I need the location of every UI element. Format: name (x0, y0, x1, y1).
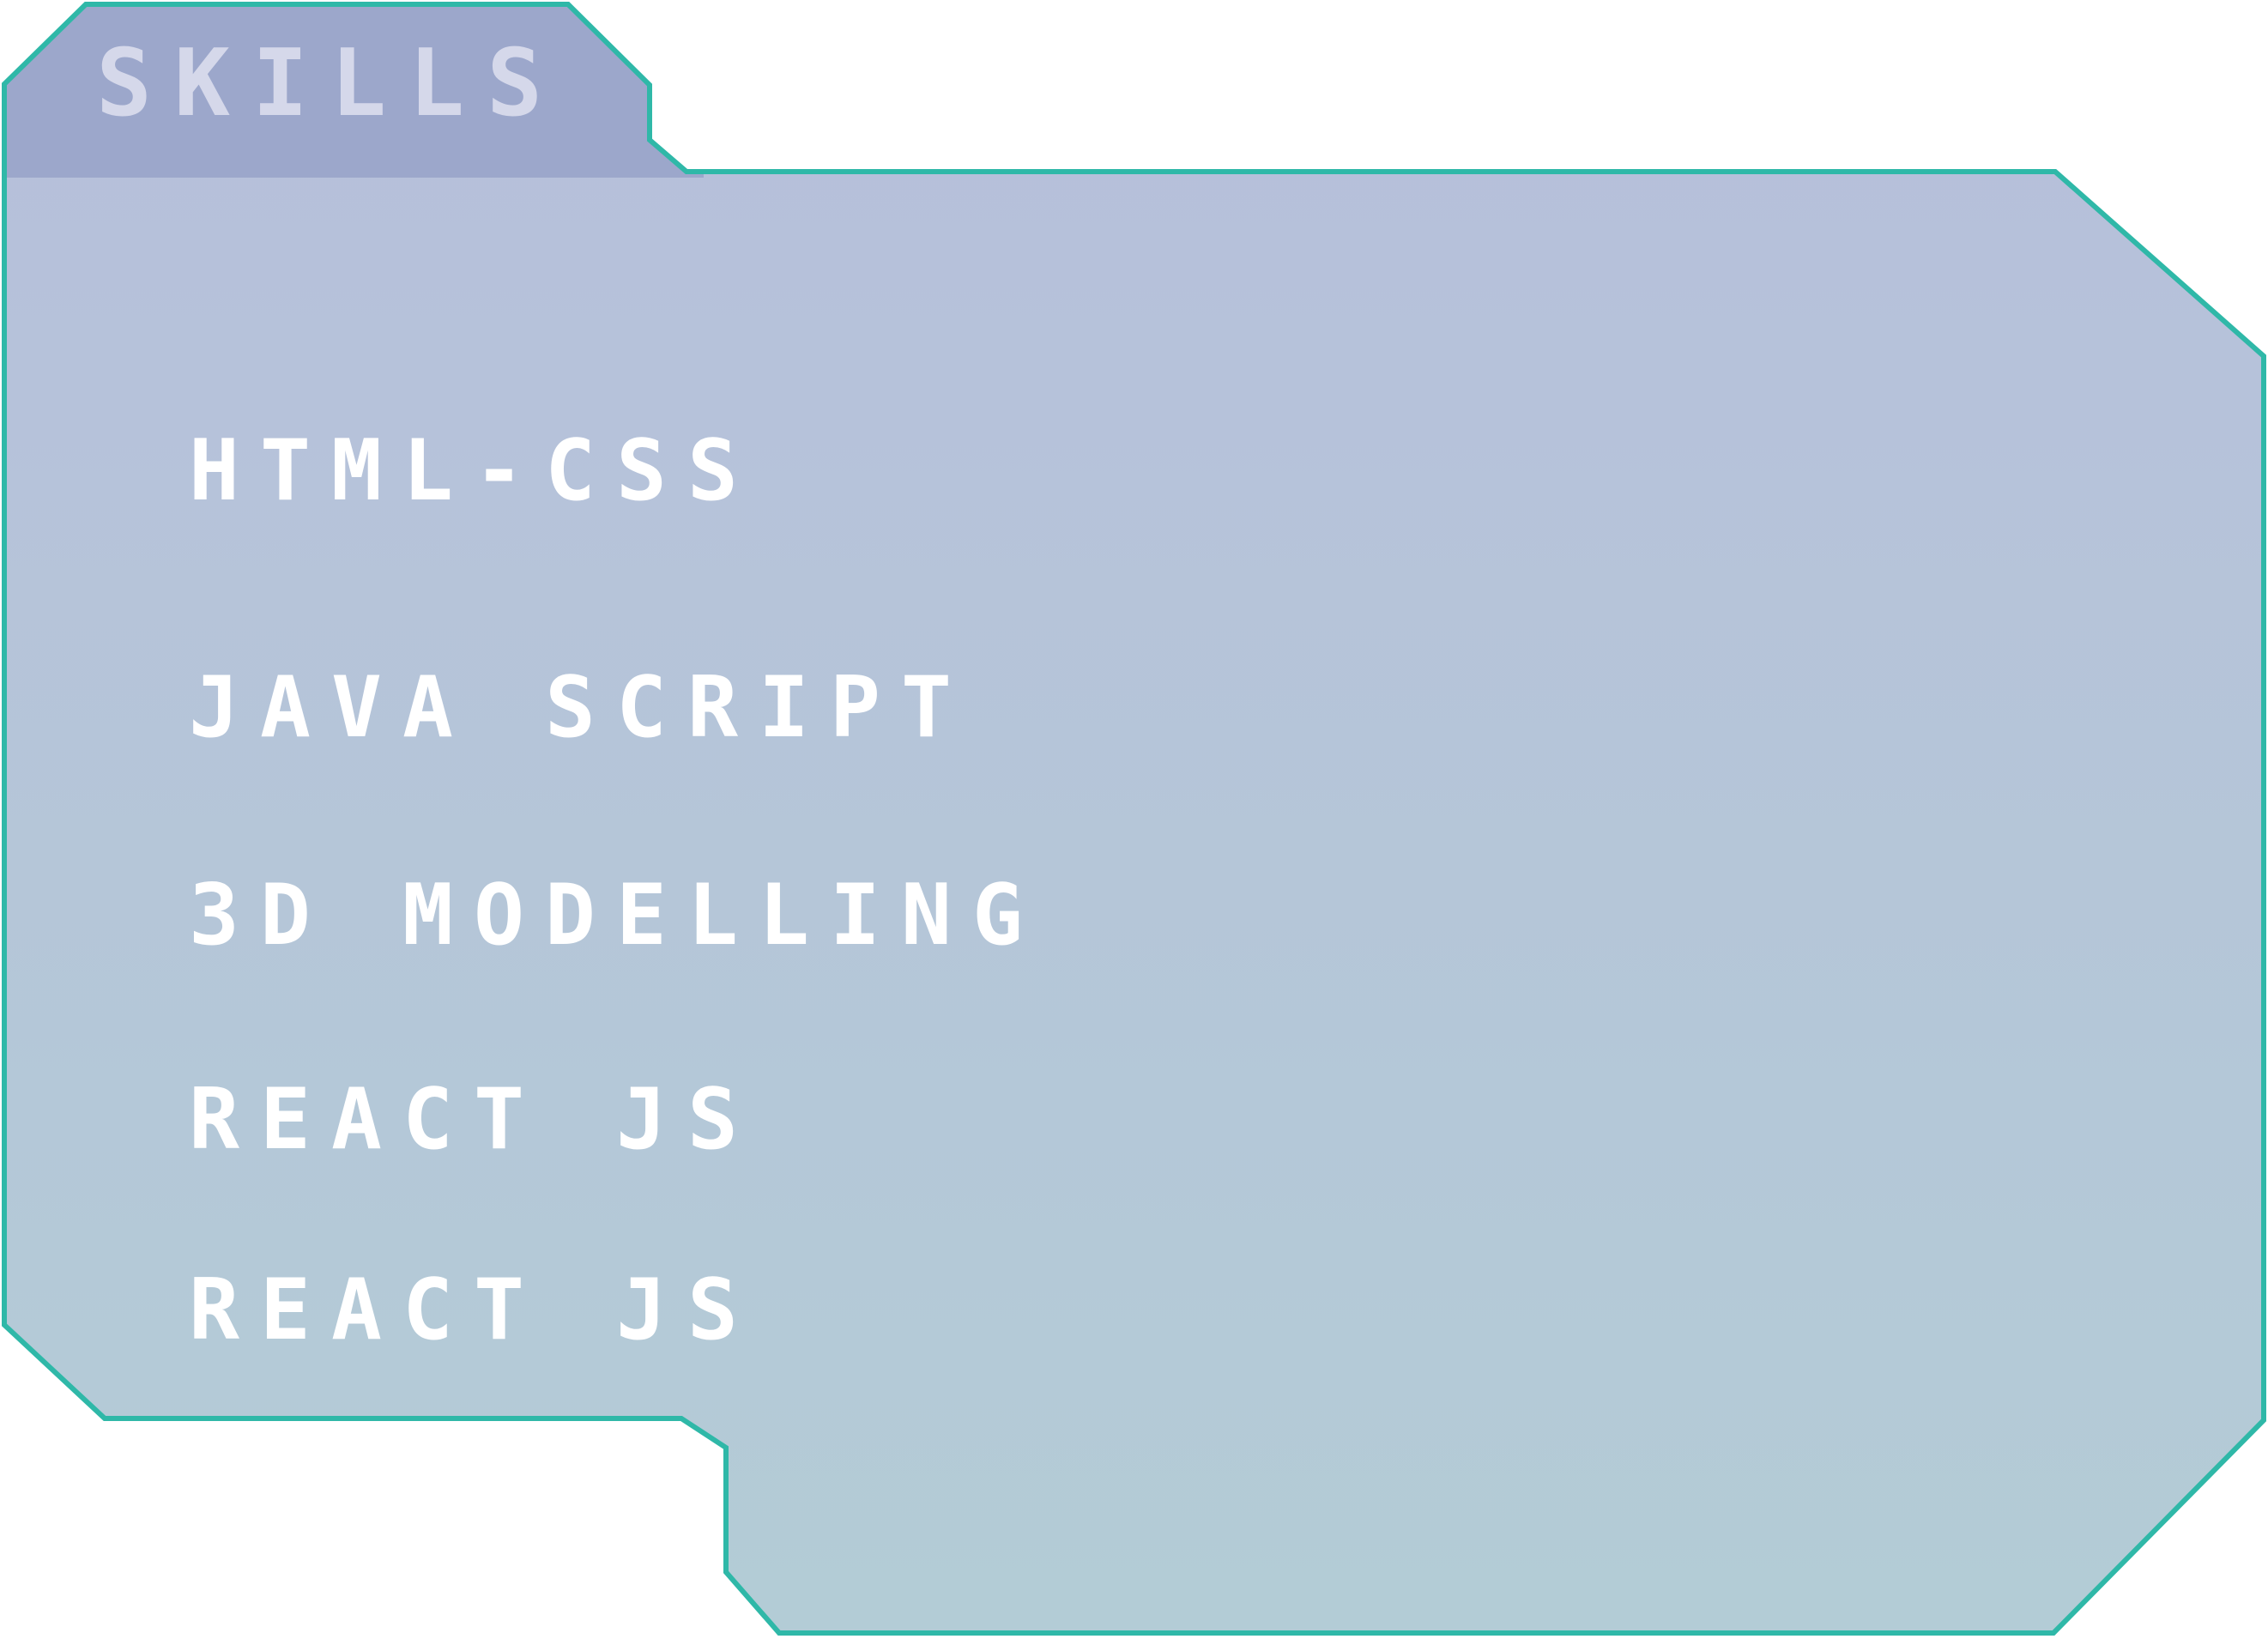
skill-item-javascript: JAVA SCRIPT (189, 659, 973, 757)
title-tab (4, 4, 704, 178)
skill-item-react-js-2: REACT JS (189, 1261, 759, 1359)
panel-body (4, 4, 2264, 1633)
panel-title: SKILLS (96, 30, 565, 137)
skill-item-3d-modelling: 3D MODELLING (189, 867, 1044, 965)
skill-item-html-css: HTML-CSS (189, 422, 759, 520)
skill-item-react-js: REACT JS (189, 1071, 759, 1169)
